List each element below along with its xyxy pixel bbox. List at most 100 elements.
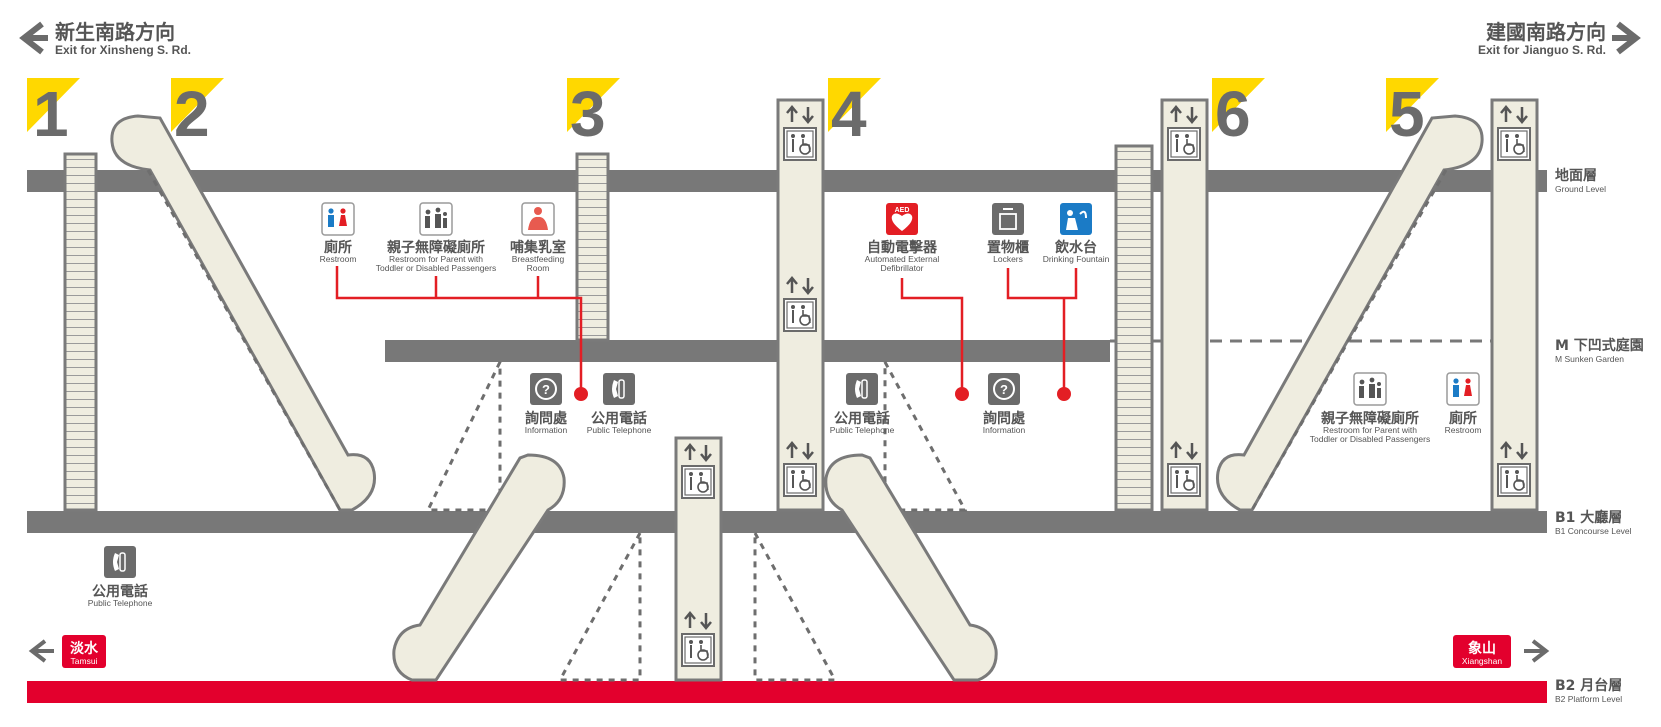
svg-text:公用電話: 公用電話: [591, 410, 647, 427]
svg-text:地面層: 地面層: [1555, 167, 1597, 184]
svg-text:B2 月台層: B2 月台層: [1555, 677, 1622, 694]
svg-text:Toddler or Disabled Passengers: Toddler or Disabled Passengers: [1310, 434, 1430, 444]
svg-text:Public Telephone: Public Telephone: [830, 425, 895, 435]
exit-1: 1: [27, 78, 80, 150]
elevator-wheelchair-icon: [783, 105, 817, 161]
facility-public-telephone-2: 公用電話 Public Telephone: [830, 373, 895, 435]
phone-dot-2: [955, 387, 969, 401]
svg-text:M 下凹式庭園: M 下凹式庭園: [1555, 337, 1644, 354]
elevator-icons: [681, 105, 1531, 667]
svg-text:B2 Platform Level: B2 Platform Level: [1555, 694, 1622, 704]
tamsui-badge: [62, 635, 106, 668]
stair-m-left: [425, 361, 502, 512]
facility-public-telephone-3: 公用電話 Public Telephone: [88, 546, 153, 608]
svg-text:Ground Level: Ground Level: [1555, 184, 1606, 194]
exit-2: 2: [171, 78, 224, 150]
svg-text:Defibrillator: Defibrillator: [881, 263, 924, 273]
drinking-fountain-icon: [1060, 203, 1092, 235]
svg-text:6: 6: [1215, 78, 1251, 150]
info-dot-2: [1057, 387, 1071, 401]
direction-left: 新生南路方向 Exit for Xinsheng S. Rd.: [19, 20, 191, 57]
elevator-wheelchair-icon: [681, 611, 715, 667]
facility-lockers: 置物櫃 Lockers: [987, 203, 1029, 264]
svg-text:?: ?: [1000, 382, 1008, 397]
svg-text:Public Telephone: Public Telephone: [88, 598, 153, 608]
svg-text:Room: Room: [527, 263, 550, 273]
exit-5: 5: [1386, 78, 1439, 150]
facility-drinking-fountain: 飲水台 Drinking Fountain: [1043, 203, 1110, 264]
level-concourse: B1 大廳層 B1 Concourse Level: [1555, 509, 1632, 536]
destination-tamsui: 淡水 Tamsui: [28, 635, 106, 668]
exit-6: 6: [1212, 78, 1265, 150]
svg-text:Public Telephone: Public Telephone: [587, 425, 652, 435]
svg-text:B1 大廳層: B1 大廳層: [1555, 509, 1622, 526]
svg-text:Information: Information: [983, 425, 1026, 435]
exit-3: 3: [567, 78, 620, 150]
destination-xiangshan: 象山 Xiangshan: [1453, 635, 1550, 668]
information-icon: [988, 373, 1020, 405]
facility-restroom-2: 廁所 Restroom: [1445, 372, 1482, 435]
svg-text:哺集乳室: 哺集乳室: [510, 239, 566, 256]
elevator-wheelchair-icon: [1167, 441, 1201, 497]
svg-text:Automated External: Automated External: [865, 254, 940, 264]
direction-right-zh: 建國南路方向: [1486, 20, 1606, 44]
svg-text:Restroom for Parent with: Restroom for Parent with: [1323, 425, 1417, 435]
svg-text:親子無障礙廁所: 親子無障礙廁所: [1321, 410, 1419, 427]
svg-text:B1 Concourse Level: B1 Concourse Level: [1555, 526, 1632, 536]
facility-aed: AED 自動電擊器 Automated External Defibrillat…: [865, 203, 940, 273]
restroom-icon: [1446, 372, 1480, 406]
svg-text:2: 2: [174, 78, 210, 150]
escalator-b2-right: [824, 453, 998, 682]
svg-text:AED: AED: [895, 207, 910, 214]
locker-icon: [992, 203, 1024, 235]
restroom-icon: [321, 202, 355, 236]
svg-text:Breastfeeding: Breastfeeding: [512, 254, 565, 264]
stair-exit-1: [63, 152, 98, 512]
xiangshan-badge: [1453, 635, 1511, 668]
stair-exit-6: [1114, 144, 1154, 512]
stair-m-right: [883, 361, 968, 512]
svg-text:詢問處: 詢問處: [525, 410, 568, 427]
elevator-wheelchair-icon: [1497, 105, 1531, 161]
svg-text:淡水: 淡水: [70, 640, 99, 657]
svg-text:M Sunken Garden: M Sunken Garden: [1555, 354, 1624, 364]
escalator-exit-2: [110, 114, 377, 512]
elevator-wheelchair-icon: [1167, 105, 1201, 161]
svg-text:公用電話: 公用電話: [834, 410, 890, 427]
concourse-slab: [27, 511, 1547, 533]
svg-text:詢問處: 詢問處: [983, 410, 1026, 427]
elevator-exit-5: [1490, 98, 1539, 512]
facility-restroom: 廁所 Restroom: [320, 202, 357, 264]
svg-text:5: 5: [1389, 78, 1425, 150]
elevator-wheelchair-icon: [783, 276, 817, 332]
facility-information-1: ? 詢問處 Information: [525, 373, 568, 435]
svg-text:Information: Information: [525, 425, 568, 435]
facility-breastfeeding: 哺集乳室 Breastfeeding Room: [510, 202, 566, 273]
level-platform: B2 月台層 B2 Platform Level: [1555, 677, 1622, 704]
svg-text:1: 1: [33, 78, 69, 150]
platform-slab: [27, 681, 1547, 703]
svg-text:Restroom: Restroom: [1445, 425, 1482, 435]
escalator-b2-left: [392, 453, 566, 682]
svg-text:Restroom: Restroom: [320, 254, 357, 264]
elevator-wheelchair-icon: [783, 441, 817, 497]
elevator-exit-6: [1160, 98, 1209, 512]
svg-text:廁所: 廁所: [1449, 410, 1477, 427]
svg-text:3: 3: [570, 78, 606, 150]
svg-text:?: ?: [542, 382, 550, 397]
exit-4: 4: [828, 78, 881, 150]
svg-text:4: 4: [831, 78, 867, 150]
info-dot-1: [574, 387, 588, 401]
svg-text:Toddler or Disabled Passengers: Toddler or Disabled Passengers: [376, 263, 496, 273]
level-ground: 地面層 Ground Level: [1555, 167, 1606, 194]
svg-text:象山: 象山: [1468, 640, 1496, 657]
red-connectors: [335, 266, 1078, 394]
svg-text:Xiangshan: Xiangshan: [1462, 656, 1502, 666]
level-sunken-garden: M 下凹式庭園 M Sunken Garden: [1555, 337, 1644, 364]
svg-text:Drinking Fountain: Drinking Fountain: [1043, 254, 1110, 264]
svg-text:Restroom for Parent with: Restroom for Parent with: [389, 254, 483, 264]
escalator-exit-5: [1215, 114, 1484, 512]
svg-text:親子無障礙廁所: 親子無障礙廁所: [387, 239, 485, 256]
direction-left-zh: 新生南路方向: [55, 20, 175, 44]
